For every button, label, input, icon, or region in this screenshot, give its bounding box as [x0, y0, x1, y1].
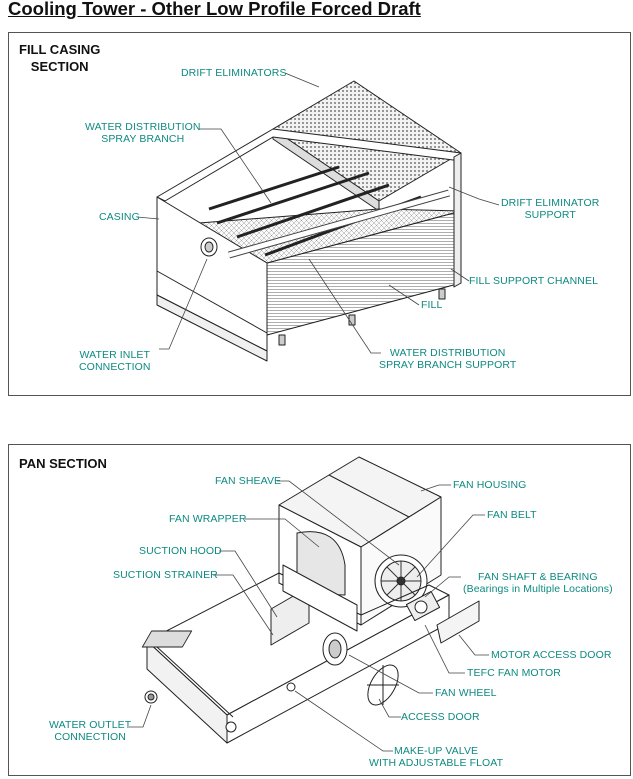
- fill-label: FILL: [421, 299, 443, 311]
- fan-wrapper-label: FAN WRAPPER: [169, 513, 247, 525]
- motor-access-door-label: MOTOR ACCESS DOOR: [491, 649, 612, 661]
- access-door-icon: [367, 664, 399, 706]
- water-inlet-connection-label: WATER INLET CONNECTION: [79, 349, 151, 373]
- casing-label: CASING: [99, 211, 140, 223]
- fill-support-channel-label: FILL SUPPORT CHANNEL: [469, 275, 599, 287]
- fan-housing-label: FAN HOUSING: [453, 479, 527, 491]
- makeup-valve: [286, 682, 296, 692]
- makeup-valve-label: MAKE-UP VALVE WITH ADJUSTABLE FLOAT: [369, 745, 504, 769]
- page-title: Cooling Tower - Other Low Profile Forced…: [8, 0, 421, 19]
- fill-casing-illustration: [136, 72, 500, 362]
- pan-section-illustration: [129, 456, 489, 752]
- fan-sheave-label: FAN SHEAVE: [215, 475, 282, 487]
- suction-strainer: [141, 630, 193, 648]
- fill-casing-title: FILL CASING SECTION: [19, 42, 101, 74]
- pan-section-title: PAN SECTION: [19, 456, 107, 471]
- pan-front: [146, 640, 228, 744]
- suction-hood-label: SUCTION HOOD: [139, 545, 222, 557]
- tefc-fan-motor-label: TEFC FAN MOTOR: [467, 667, 561, 679]
- pan-section-panel: PAN SECTION: [8, 444, 631, 776]
- suction-strainer-label: SUCTION STRAINER: [113, 569, 218, 581]
- fan-belt-label: FAN BELT: [487, 509, 537, 521]
- drift-eliminator-support-label: DRIFT ELIMINATOR SUPPORT: [501, 197, 600, 221]
- access-door-label: ACCESS DOOR: [401, 711, 480, 723]
- fill-casing-panel: FILL CASING SECTION: [8, 32, 631, 396]
- drift-eliminators-label: DRIFT ELIMINATORS: [181, 67, 287, 79]
- fan-shaft-bearing-label: FAN SHAFT & BEARING (Bearings in Multipl…: [463, 571, 613, 595]
- fan-wheel-label: FAN WHEEL: [435, 687, 497, 699]
- spray-branch-support-label: WATER DISTRIBUTION SPRAY BRANCH SUPPORT: [379, 347, 517, 371]
- motor-access-door: [436, 600, 480, 644]
- water-distribution-spray-branch-label: WATER DISTRIBUTION SPRAY BRANCH: [85, 121, 201, 145]
- water-outlet-connection-label: WATER OUTLET CONNECTION: [49, 719, 132, 743]
